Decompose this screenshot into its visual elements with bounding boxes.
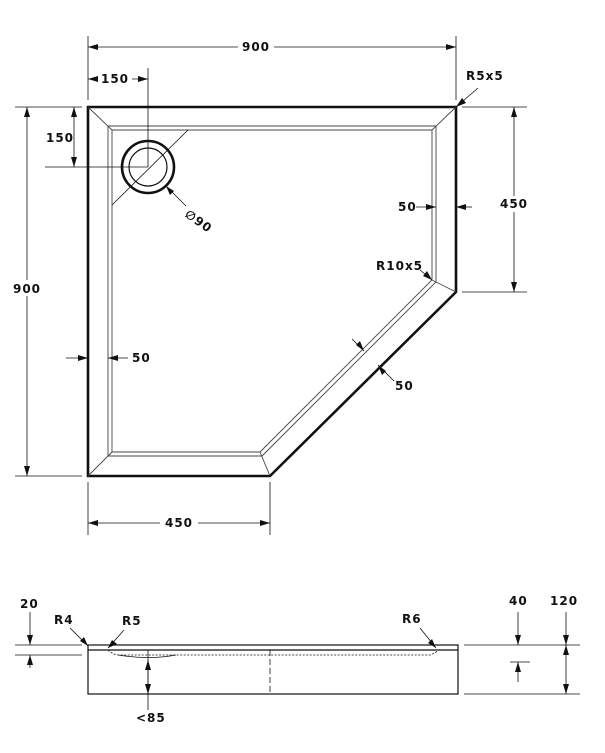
dim-rim-height: 20 xyxy=(20,597,39,611)
dim-corner-radius: R5x5 xyxy=(466,69,504,83)
tray-side-body xyxy=(87,644,459,695)
dim-total-height: 120 xyxy=(550,594,578,608)
dim-overall-width: 900 xyxy=(242,40,270,54)
top-view: 900 150 150 900 R5x5 450 50 xyxy=(12,36,531,535)
dim-drain-offset-y: 150 xyxy=(46,131,74,145)
side-view: 20 R4 R5 R6 40 120 <85 xyxy=(15,594,580,725)
dim-rim-diagonal: 50 xyxy=(395,379,414,393)
dim-inner-radius: R10x5 xyxy=(376,259,423,273)
dim-depth-right: 40 xyxy=(509,594,528,608)
dim-bottom-width: 450 xyxy=(165,516,193,530)
dim-overall-height: 900 xyxy=(13,282,41,296)
dim-rim-left: 50 xyxy=(132,351,151,365)
dim-radius-right: R6 xyxy=(402,612,422,626)
dim-drain-diameter: ∅90 xyxy=(182,207,215,236)
tray-inner-outline xyxy=(107,125,437,457)
drain-icon xyxy=(45,68,176,195)
dim-rim-right: 50 xyxy=(398,200,417,214)
dim-drain-depth: <85 xyxy=(136,711,166,725)
dim-drain-offset-x: 150 xyxy=(101,72,129,86)
tray-outline xyxy=(86,105,458,478)
tray-inner-outline-2 xyxy=(111,129,433,453)
dim-radius-left: R4 xyxy=(54,613,74,627)
dim-radius-inner: R5 xyxy=(122,614,142,628)
dim-side-depth-right: 450 xyxy=(500,197,528,211)
